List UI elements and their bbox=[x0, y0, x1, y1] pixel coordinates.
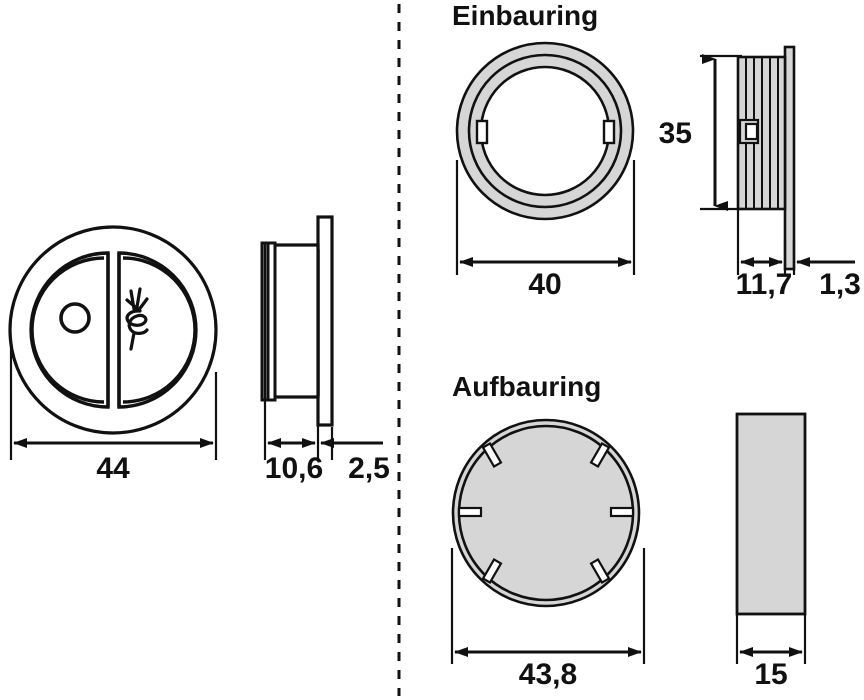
dim-label-11-7: 11,7 bbox=[736, 268, 793, 301]
cable-knot-icon bbox=[125, 287, 149, 351]
einbauring-notch-right bbox=[602, 119, 616, 145]
dim-label-2-5: 2,5 bbox=[348, 452, 390, 485]
dim-depth-10-6: 10,6 bbox=[263, 400, 323, 485]
aufbauring-side-view bbox=[735, 412, 807, 616]
dim-flange-2-5: 2,5 bbox=[320, 427, 390, 485]
aufbauring-front-view bbox=[451, 418, 641, 608]
einbauring-title: Einbauring bbox=[452, 0, 598, 31]
einbauring-side-view bbox=[736, 45, 796, 271]
cap-front-view bbox=[8, 225, 218, 435]
dim-diameter-44: 44 bbox=[9, 338, 218, 485]
dim-label-44: 44 bbox=[96, 452, 130, 485]
dim-body-length-11-7: 11,7 bbox=[736, 209, 793, 301]
dim-label-10-6: 10,6 bbox=[265, 452, 323, 485]
aufbauring-title: Aufbauring bbox=[452, 371, 601, 402]
einbauring-front-view bbox=[455, 41, 635, 221]
dim-label-43-8: 43,8 bbox=[519, 658, 577, 691]
dim-height-35: 35 bbox=[659, 54, 742, 211]
dim-label-35: 35 bbox=[659, 117, 692, 150]
dim-label-1-3: 1,3 bbox=[819, 268, 861, 301]
dim-label-40: 40 bbox=[528, 268, 561, 301]
dim-outer-diameter-40: 40 bbox=[455, 160, 636, 301]
aufbauring-slot bbox=[481, 557, 503, 585]
aufbauring-slot bbox=[589, 441, 611, 469]
dim-outer-diameter-43-8: 43,8 bbox=[450, 548, 646, 691]
aufbauring-slot bbox=[589, 557, 611, 585]
cap-side-view bbox=[260, 215, 334, 427]
aufbauring-slots bbox=[457, 441, 635, 585]
aufbauring-slot bbox=[457, 506, 483, 518]
aufbauring-slot bbox=[481, 441, 503, 469]
aufbauring-slot bbox=[609, 506, 635, 518]
dim-label-15: 15 bbox=[754, 658, 787, 691]
dim-flange-thickness-1-3: 1,3 bbox=[792, 240, 861, 301]
einbauring-notch-left bbox=[475, 119, 489, 145]
hole-icon bbox=[59, 302, 91, 334]
dim-thickness-15: 15 bbox=[735, 614, 807, 691]
